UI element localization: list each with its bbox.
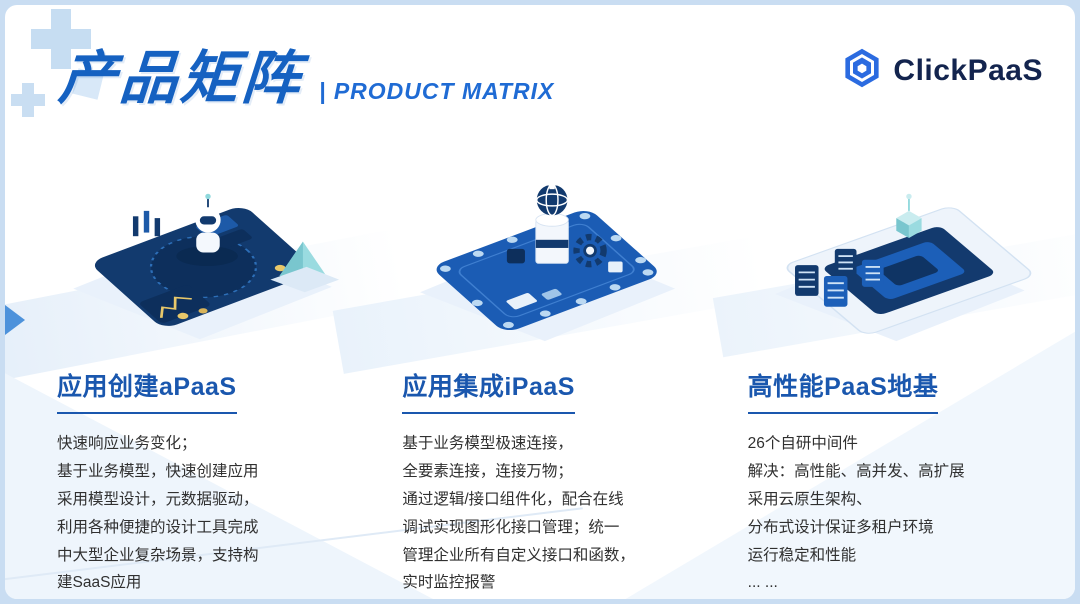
text-line: 采用云原生架构、: [747, 490, 872, 508]
column-apaas: 应用创建aPaaS 快速响应业务变化； 基于业务模型，快速创建应用 采用模型设计…: [57, 117, 346, 597]
text-line: 全要素连接，连接万物；: [402, 462, 573, 480]
left-edge-arrow: [5, 305, 25, 335]
clickpaas-logo-icon: [841, 47, 883, 94]
ipaas-description: 基于业务模型极速连接， 全要素连接，连接万物； 通过逻辑/接口组件化，配合在线 …: [402, 430, 691, 597]
text-line: 解决：高性能、高并发、高扩展: [747, 462, 965, 480]
apaas-description: 快速响应业务变化； 基于业务模型，快速创建应用 采用模型设计，元数据驱动， 利用…: [57, 430, 346, 597]
text-line: 通过逻辑/接口组件化，配合在线: [402, 490, 624, 508]
text-line: 实时监控报警: [402, 574, 496, 592]
text-line: 调试实现图形化接口管理；统一: [402, 518, 620, 536]
apaas-heading: 应用创建aPaaS: [57, 367, 237, 414]
text-line: 建SaaS应用: [57, 574, 142, 592]
ipaas-heading: 应用集成iPaaS: [402, 367, 575, 414]
text-line: 分布式设计保证多租户环境: [747, 518, 934, 536]
page-subtitle: | PRODUCT MATRIX: [319, 78, 555, 104]
column-paas-foundation: 高性能PaaS地基 26个自研中间件 解决：高性能、高并发、高扩展 采用云原生架…: [747, 117, 1037, 597]
text-line: 26个自研中间件: [747, 435, 858, 452]
brand-logo: ClickPaaS: [841, 47, 1043, 94]
plus-decoration-small: [11, 83, 45, 117]
text-line: 运行稳定和性能: [747, 546, 857, 564]
text-line: 利用各种便捷的设计工具完成: [57, 518, 259, 536]
paas-foundation-heading: 高性能PaaS地基: [747, 367, 939, 414]
text-line: ... ...: [747, 574, 778, 592]
paas-foundation-illustration: [748, 117, 1037, 359]
product-columns: 应用创建aPaaS 快速响应业务变化； 基于业务模型，快速创建应用 采用模型设计…: [57, 117, 1037, 597]
ipaas-illustration: [402, 117, 691, 359]
slide: 产品矩阵 | PRODUCT MATRIX ClickPaaS: [5, 5, 1075, 599]
column-ipaas: 应用集成iPaaS 基于业务模型极速连接， 全要素连接，连接万物； 通过逻辑/接…: [402, 117, 691, 597]
page-title: 产品矩阵: [56, 46, 305, 111]
apaas-illustration: [57, 117, 346, 359]
text-line: 采用模型设计，元数据驱动，: [57, 490, 259, 508]
header: 产品矩阵 | PRODUCT MATRIX: [56, 31, 555, 115]
text-line: 中大型企业复杂场景，支持构: [57, 546, 259, 564]
text-line: 基于业务模型极速连接，: [402, 435, 573, 452]
brand-name: ClickPaaS: [893, 53, 1043, 87]
text-line: 快速响应业务变化；: [57, 435, 197, 452]
paas-foundation-description: 26个自研中间件 解决：高性能、高并发、高扩展 采用云原生架构、 分布式设计保证…: [748, 430, 1037, 597]
text-line: 管理企业所有自定义接口和函数，: [402, 546, 635, 564]
text-line: 基于业务模型，快速创建应用: [57, 462, 259, 480]
